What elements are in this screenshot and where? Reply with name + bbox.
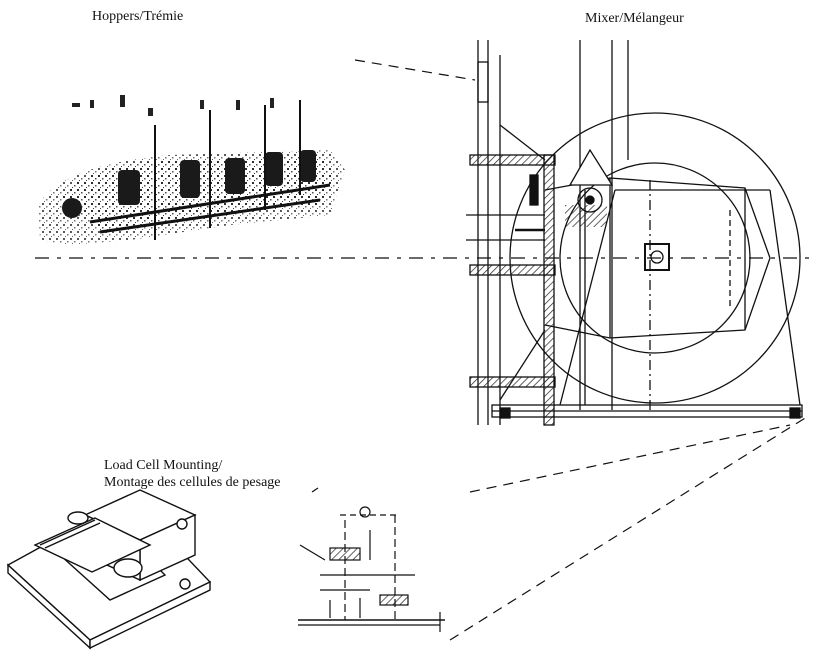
callout-line-load-lower <box>449 414 811 641</box>
load-cell-label-line2: Montage des cellules de pesage <box>104 475 281 490</box>
mixer-label: Mixer/Mélangeur <box>585 11 684 26</box>
hoppers-label: Hoppers/Trémie <box>92 9 184 24</box>
load-cell-mount-3d <box>6 489 212 650</box>
hoppers-image <box>38 95 345 245</box>
mixer-drawing <box>466 40 803 426</box>
load-cell-section-view <box>298 487 445 632</box>
load-cell-label-line1: Load Cell Mounting/ <box>104 458 223 473</box>
callout-line-top <box>354 59 476 81</box>
callout-lines <box>35 59 815 641</box>
callout-line-load-upper <box>469 424 791 493</box>
